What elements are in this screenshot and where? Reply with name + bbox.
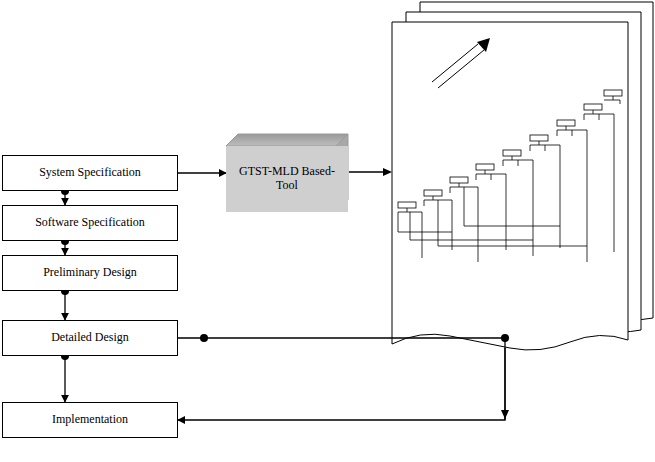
tree-node xyxy=(530,135,548,141)
tree-node xyxy=(476,164,494,170)
tree-node xyxy=(584,104,602,110)
tree-node xyxy=(557,120,575,126)
flow-arrow xyxy=(178,172,226,173)
tree-node xyxy=(398,202,416,208)
box-top-face xyxy=(226,134,348,146)
process-box: Implementation xyxy=(2,402,178,438)
tree-branch xyxy=(557,126,587,136)
node-label: Implementation xyxy=(48,413,132,427)
tree-node xyxy=(503,150,521,156)
process-box: Detailed Design xyxy=(2,320,178,356)
tree-branch xyxy=(476,170,506,180)
diagonal-line xyxy=(432,44,478,82)
flow-arrow xyxy=(64,356,65,402)
tree-branch xyxy=(584,110,614,120)
process-box: System Specification xyxy=(2,155,178,191)
tree-branch xyxy=(503,156,533,166)
tree-branch xyxy=(398,208,422,218)
arrow-line xyxy=(349,171,385,172)
tool-block: GTST-MLD Based-Tool xyxy=(226,146,348,212)
tree-node xyxy=(604,90,622,96)
tree-branch xyxy=(450,183,478,193)
flow-arrow xyxy=(178,338,505,420)
process-box: Preliminary Design xyxy=(2,255,178,291)
tree-branch xyxy=(424,196,452,206)
flow-arrow xyxy=(64,291,65,320)
arrow-head xyxy=(383,168,392,176)
node-label: Software Specification xyxy=(31,216,149,230)
diagonal-line xyxy=(438,50,484,88)
tree-branch xyxy=(604,96,620,104)
drop-line xyxy=(422,120,614,262)
node-label: Detailed Design xyxy=(47,331,133,345)
tree-node xyxy=(450,177,468,183)
tree-link xyxy=(398,193,587,246)
node-label: System Specification xyxy=(35,166,145,180)
front-page xyxy=(392,22,628,350)
tree-figure xyxy=(398,90,622,262)
tree-branch xyxy=(530,141,560,151)
diagonal-arrow-head xyxy=(477,38,490,52)
process-box: Software Specification xyxy=(2,205,178,241)
start-dot xyxy=(200,334,208,342)
tree-node xyxy=(424,190,442,196)
node-label: Preliminary Design xyxy=(39,266,141,280)
node-label: GTST-MLD Based-Tool xyxy=(226,165,348,193)
